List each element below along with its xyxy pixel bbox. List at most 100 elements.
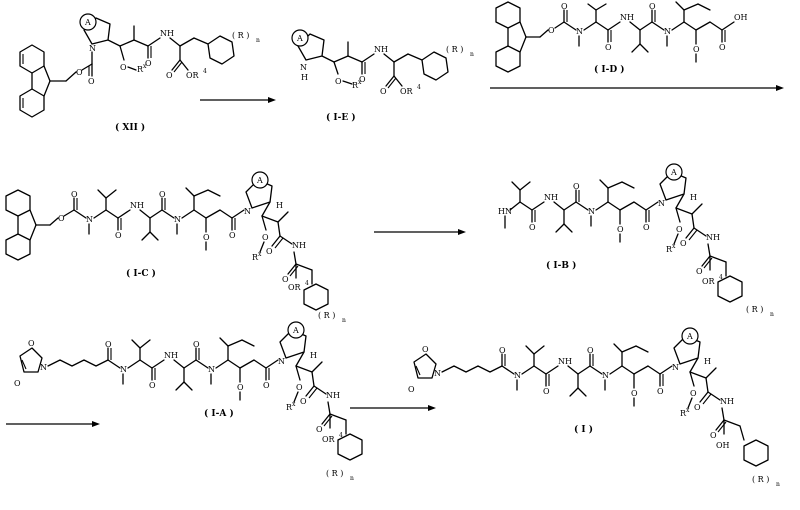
compound-id: O O N O NH O N O	[495, 1, 748, 75]
reaction-arrow	[200, 97, 276, 103]
atom-o: O	[316, 425, 323, 434]
atom-n: N	[658, 199, 665, 208]
atom-o: O	[145, 59, 152, 68]
atom-o: O	[380, 87, 387, 96]
atom-o: O	[203, 233, 210, 242]
compound-xii: O O N A O R x O NH O OR 4 ( R )	[19, 13, 260, 133]
atom-o: O	[649, 2, 656, 11]
r-subscript: n	[350, 475, 354, 482]
compound-label: ( I )	[574, 424, 593, 435]
atom-n: N	[664, 27, 671, 36]
atom-o: O	[408, 385, 415, 394]
atom-n: N	[588, 207, 595, 216]
atom-n: N	[89, 44, 96, 53]
atom-o: O	[676, 225, 683, 234]
compound-label: ( I-D )	[594, 64, 625, 75]
fluorenyl-group	[495, 1, 541, 73]
or4-label: OR	[288, 283, 302, 292]
atom-nh: NH	[160, 29, 174, 38]
ring-a-label: A	[256, 176, 263, 185]
atom-o: O	[631, 389, 638, 398]
atom-o: O	[719, 43, 726, 52]
atom-nh: N	[300, 63, 307, 72]
atom-o: O	[159, 190, 166, 199]
ring-a-label: A	[296, 34, 303, 43]
atom-o: O	[499, 346, 506, 355]
atom-nh: NH	[292, 241, 306, 250]
atom-o: O	[115, 231, 122, 240]
atom-nh: NH	[620, 13, 634, 22]
atom-n: N	[86, 215, 93, 224]
reaction-arrow	[6, 421, 100, 427]
r-group-label: ( R )	[752, 475, 769, 484]
compound-label: ( I-B )	[546, 260, 576, 271]
atom-o: O	[229, 231, 236, 240]
atom-o: O	[335, 77, 342, 86]
atom-o: O	[359, 75, 366, 84]
maleimide-group: O O N	[408, 345, 441, 394]
r-x-label: R	[286, 403, 293, 412]
atom-o: O	[149, 381, 156, 390]
atom-n: N	[208, 365, 215, 374]
atom-n: N	[434, 369, 441, 378]
r-group-label: ( R )	[446, 45, 463, 54]
r-x-label: R	[666, 245, 673, 254]
atom-nh: NH	[706, 233, 720, 242]
atom-n: N	[244, 207, 251, 216]
reaction-arrow	[350, 405, 436, 411]
atom-o: O	[529, 223, 536, 232]
atom-o: O	[587, 346, 594, 355]
atom-o: O	[266, 247, 273, 256]
compound-ia: O O N O N O NH O N	[14, 321, 363, 482]
atom-nh: NH	[720, 397, 734, 406]
atom-o: O	[300, 397, 307, 406]
atom-o: O	[120, 63, 127, 72]
r-group-label: ( R )	[318, 311, 335, 320]
r-x-superscript: x	[292, 401, 296, 408]
atom-o: O	[105, 340, 112, 349]
or4-label: OR	[400, 87, 414, 96]
r-subscript: n	[776, 481, 780, 488]
compound-i: O O N O N O NH O N	[408, 327, 780, 488]
maleimide-group: O O N	[14, 339, 47, 388]
ring-a-marker	[79, 13, 97, 31]
r-subscript: n	[770, 311, 774, 318]
atom-n: N	[120, 365, 127, 374]
atom-h: H	[690, 193, 697, 202]
atom-o: O	[76, 68, 83, 77]
atom-o: O	[573, 182, 580, 191]
compound-ie: A N H O R x O NH O OR 4 ( R ) n ( I-E )	[291, 29, 474, 123]
atom-o: O	[543, 387, 550, 396]
fluorenyl-group	[5, 189, 51, 261]
atom-o: O	[88, 77, 95, 86]
ring-a-label: A	[292, 326, 299, 335]
atom-n: N	[672, 363, 679, 372]
atom-o: O	[657, 387, 664, 396]
atom-o: O	[28, 339, 35, 348]
r-subscript: n	[256, 37, 260, 44]
atom-hn: HN	[498, 207, 512, 216]
atom-oh: OH	[716, 441, 730, 450]
compound-ib: HN O NH O N O O N	[498, 163, 774, 318]
reaction-arrow	[490, 85, 784, 91]
atom-o: O	[693, 45, 700, 54]
r-x-superscript: x	[672, 243, 676, 250]
r-x-label: R	[352, 81, 359, 90]
atom-o: O	[71, 190, 78, 199]
atom-n: N	[576, 27, 583, 36]
r4-superscript: 4	[203, 68, 207, 75]
atom-n: N	[602, 371, 609, 380]
atom-o: O	[696, 267, 703, 276]
atom-o: O	[561, 2, 568, 11]
r4-superscript: 4	[719, 274, 723, 281]
atom-nh: NH	[164, 351, 178, 360]
r-x-superscript: x	[358, 79, 362, 86]
atom-o: O	[605, 43, 612, 52]
atom-nh: NH	[326, 391, 340, 400]
ring-a-marker	[251, 171, 269, 189]
ring-a-marker	[681, 327, 699, 345]
atom-h: H	[276, 201, 283, 210]
compound-label: ( XII )	[115, 122, 145, 133]
atom-o: O	[262, 233, 269, 242]
